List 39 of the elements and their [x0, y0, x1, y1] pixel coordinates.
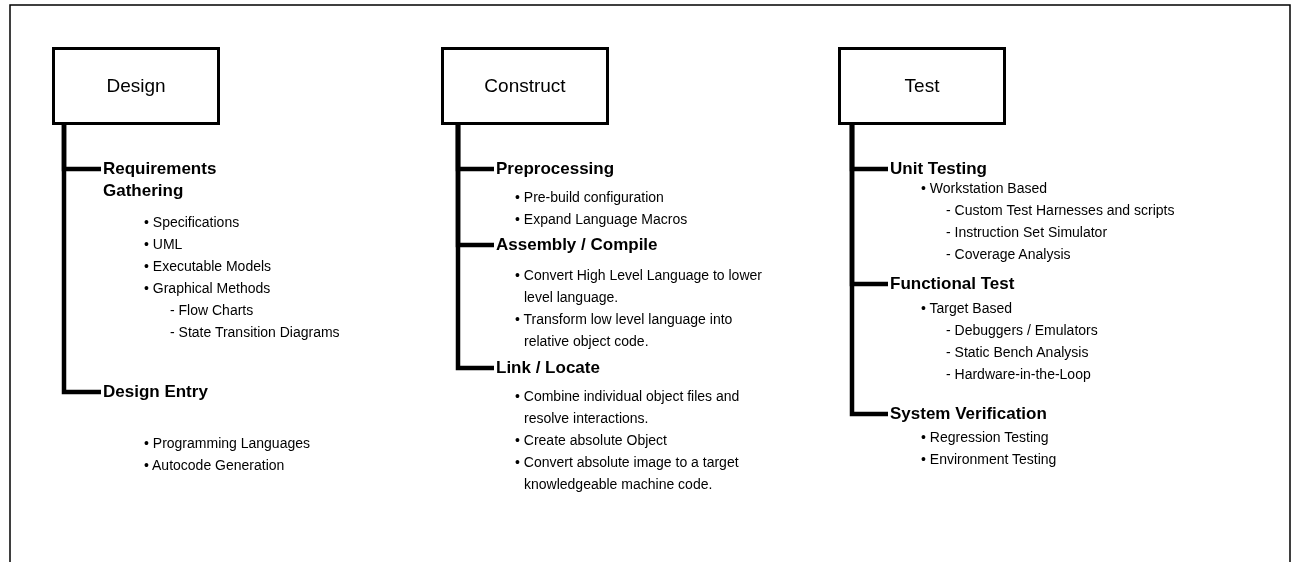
list-item: • Transform low level language into relative object code.	[515, 310, 734, 351]
section-heading: Functional Test	[890, 273, 1150, 295]
section-heading: Preprocessing	[496, 158, 756, 180]
list-item: • Graphical Methods	[144, 279, 272, 298]
list-item: - Hardware-in-the-Loop	[946, 365, 1092, 384]
section-heading: Link / Locate	[496, 357, 756, 379]
list-item: • UML	[144, 235, 184, 254]
tree-connector	[61, 125, 101, 395]
section-heading: Unit Testing	[890, 158, 1150, 180]
list-item: - Instruction Set Simulator	[946, 223, 1109, 242]
section-heading: System Verification	[890, 403, 1150, 425]
list-item: • Expand Language Macros	[515, 210, 689, 229]
list-item: - Flow Charts	[170, 301, 255, 320]
list-item: • Convert absolute image to a target knowledgeable machine code.	[515, 453, 740, 494]
list-item: - State Transition Diagrams	[170, 323, 341, 342]
tree-connector	[849, 125, 888, 417]
list-item: • Convert High Level Language to lower level language.	[515, 266, 763, 307]
list-item: • Workstation Based	[921, 179, 1049, 198]
section-heading: Assembly / Compile	[496, 234, 756, 256]
list-item: - Custom Test Harnesses and scripts	[946, 201, 1176, 220]
section-heading: Design Entry	[103, 381, 223, 403]
list-item: • Target Based	[921, 299, 1014, 318]
tree-connector	[455, 125, 494, 371]
list-item: • Regression Testing	[921, 428, 1050, 447]
phase-box: Construct	[441, 47, 609, 125]
list-item: • Autocode Generation	[144, 456, 286, 475]
list-item: • Create absolute Object	[515, 431, 668, 450]
list-item: • Combine individual object files and resolve interactions.	[515, 387, 741, 428]
phase-box: Test	[838, 47, 1006, 125]
phase-box: Design	[52, 47, 220, 125]
list-item: - Debuggers / Emulators	[946, 321, 1099, 340]
list-item: • Executable Models	[144, 257, 273, 276]
list-item: • Environment Testing	[921, 450, 1058, 469]
list-item: - Static Bench Analysis	[946, 343, 1090, 362]
section-heading: Requirements Gathering	[103, 158, 273, 202]
list-item: - Coverage Analysis	[946, 245, 1072, 264]
list-item: • Pre-build configuration	[515, 188, 665, 207]
list-item: • Programming Languages	[144, 434, 311, 453]
list-item: • Specifications	[144, 213, 241, 232]
